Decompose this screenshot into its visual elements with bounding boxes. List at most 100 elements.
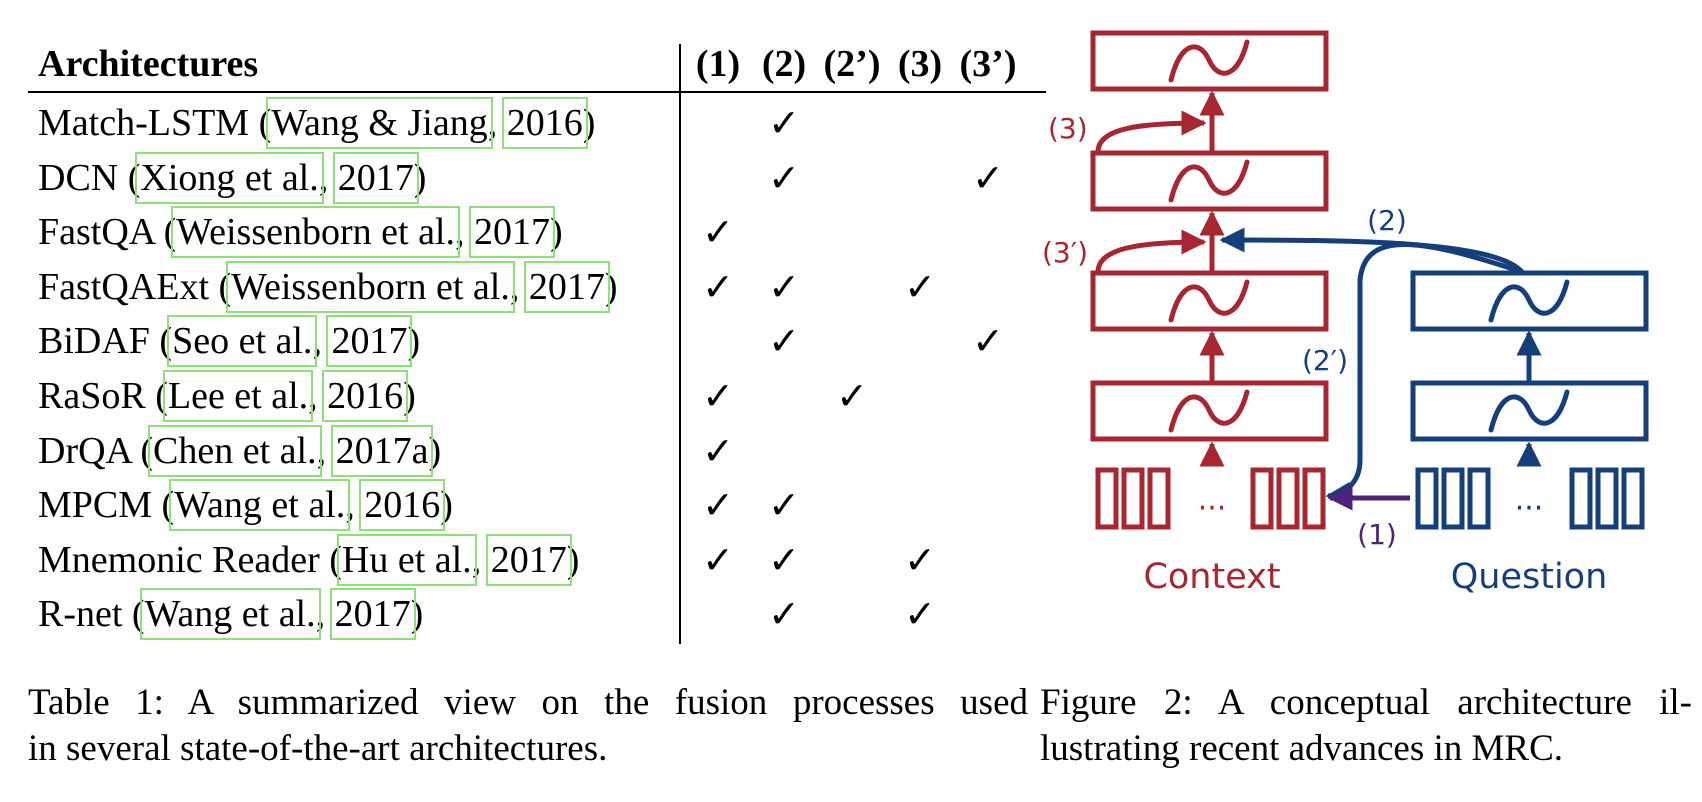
- citation-year[interactable]: 2016: [322, 369, 409, 422]
- header-col-3-prime: (3’): [959, 43, 1017, 85]
- tilde-icon: [1488, 389, 1570, 433]
- citation-separator: ,: [315, 593, 335, 636]
- check-icon: ✓: [768, 483, 800, 528]
- check-icon: ✓: [702, 428, 734, 473]
- label-fusion-3: (3): [1048, 112, 1088, 145]
- fusion-table: Architectures (1) (2) (2’) (3) (3’) Matc…: [28, 38, 1046, 648]
- citation-author[interactable]: Wang & Jiang: [266, 97, 493, 149]
- citation-author[interactable]: Wang et al.: [169, 479, 351, 532]
- token-box-icon: [1276, 467, 1300, 530]
- check-icon: ✓: [904, 537, 936, 582]
- architecture-name: R-net (Wang et al., 2017): [38, 587, 423, 641]
- context-stack: ··· Context: [1090, 30, 1329, 597]
- citation-separator: ,: [312, 320, 332, 363]
- header-col-2: (2): [761, 43, 807, 85]
- label-fusion-1: (1): [1357, 518, 1397, 551]
- table-row: MPCM (Wang et al., 2016) ✓ ✓: [28, 478, 1038, 533]
- citation-author[interactable]: Wang et al.: [139, 588, 321, 641]
- citation-close: ): [410, 593, 424, 636]
- citation-year[interactable]: 2016: [359, 479, 446, 532]
- citation-close: ): [407, 320, 421, 363]
- citation-year[interactable]: 2016: [501, 97, 588, 149]
- citation-author[interactable]: Lee et al.: [162, 369, 314, 422]
- check-icon: ✓: [836, 373, 868, 418]
- table-row: BiDAF (Seo et al., 2017) ✓ ✓: [28, 314, 1038, 369]
- citation-close: ): [428, 429, 442, 472]
- tilde-icon: [1168, 389, 1250, 433]
- citation-author[interactable]: Xiong et al.: [135, 151, 324, 204]
- architecture-label: FastQA (: [38, 211, 177, 254]
- architecture-label: FastQAExt (: [38, 265, 232, 308]
- figure-caption: Figure 2: A conceptual architecture il- …: [1040, 680, 1692, 772]
- question-ellipsis: ···: [1515, 491, 1544, 526]
- citation-year[interactable]: 2017: [326, 315, 413, 368]
- figure-caption-line-2: lustrating recent advances in MRC.: [1040, 728, 1564, 769]
- citation-author[interactable]: Weissenborn et al.: [171, 206, 460, 259]
- table-row: FastQAExt (Weissenborn et al., 2017)✓✓✓: [28, 260, 1038, 315]
- diagram-svg: ··· Context ··· Question (3) (: [1042, 30, 1649, 597]
- architecture-label: Mnemonic Reader (: [38, 538, 342, 581]
- header-col-2-prime: (2’): [823, 43, 881, 85]
- table-caption-line-1: Table 1: A summarized view on the fusion…: [28, 682, 1028, 723]
- architecture-name: RaSoR (Lee et al., 2016): [38, 369, 416, 423]
- context-layer-4: [1090, 30, 1329, 92]
- architecture-name: DrQA (Chen et al., 2017a): [38, 424, 441, 478]
- architecture-name: MPCM (Wang et al., 2016): [38, 478, 453, 532]
- architecture-label: DrQA (: [38, 429, 154, 472]
- citation-year[interactable]: 2017: [329, 588, 416, 641]
- check-icon: ✓: [702, 537, 734, 582]
- context-label: Context: [1143, 557, 1280, 597]
- table-body: Match-LSTM (Wang & Jiang, 2016)✓DCN (Xio…: [28, 96, 1038, 642]
- table-caption-line-2: in several state-of-the-art architecture…: [28, 728, 608, 769]
- check-icon: ✓: [972, 319, 1004, 364]
- citation-year[interactable]: 2017: [332, 151, 419, 204]
- token-box-icon: [1569, 467, 1593, 530]
- architecture-label: R-net (: [38, 593, 145, 636]
- token-box-icon: [1121, 467, 1145, 530]
- token-box-icon: [1441, 467, 1465, 530]
- table-row: FastQA (Weissenborn et al., 2017) ✓: [28, 205, 1038, 260]
- citation-separator: ,: [316, 429, 336, 472]
- token-box-icon: [1467, 467, 1491, 530]
- architecture-name: Mnemonic Reader (Hu et al., 2017): [38, 533, 579, 587]
- table-header: Architectures (1) (2) (2’) (3) (3’): [28, 38, 1038, 90]
- check-icon: ✓: [702, 210, 734, 255]
- token-box-icon: [1147, 467, 1171, 530]
- citation-year[interactable]: 2017: [485, 533, 572, 586]
- table-row: Match-LSTM (Wang & Jiang, 2016)✓: [28, 96, 1038, 151]
- architecture-label: MPCM (: [38, 484, 175, 527]
- citation-author[interactable]: Chen et al.: [148, 424, 322, 477]
- check-icon: ✓: [768, 319, 800, 364]
- token-box-icon: [1595, 467, 1619, 530]
- architecture-name: FastQAExt (Weissenborn et al., 2017): [38, 260, 618, 314]
- table-row: RaSoR (Lee et al., 2016)✓✓: [28, 369, 1038, 424]
- check-icon: ✓: [702, 483, 734, 528]
- token-box-icon: [1621, 467, 1645, 530]
- citation-close: ): [403, 374, 416, 417]
- check-icon: ✓: [768, 592, 800, 637]
- citation-separator: ,: [509, 265, 529, 308]
- citation-separator: ,: [345, 484, 365, 527]
- token-box-icon: [1095, 467, 1119, 530]
- header-col-3: (3): [897, 43, 943, 85]
- citation-year[interactable]: 2017: [469, 206, 555, 259]
- citation-close: ): [550, 211, 563, 254]
- citation-author[interactable]: Weissenborn et al.: [226, 260, 515, 313]
- fusion-3-arrow: [1095, 110, 1207, 153]
- architecture-name: BiDAF (Seo et al., 2017): [38, 314, 420, 368]
- citation-close: ): [582, 102, 596, 144]
- architecture-name: DCN (Xiong et al., 2017): [38, 151, 426, 205]
- citation-close: ): [566, 538, 580, 581]
- citation-author[interactable]: Hu et al.: [336, 533, 477, 586]
- table-row: DCN (Xiong et al., 2017)✓✓: [28, 151, 1038, 206]
- citation-year[interactable]: 2017a: [330, 424, 434, 477]
- architecture-label: BiDAF (: [38, 320, 173, 363]
- token-box-icon: [1250, 467, 1274, 530]
- architecture-label: RaSoR (: [38, 374, 168, 417]
- citation-year[interactable]: 2017: [523, 260, 610, 313]
- citation-author[interactable]: Seo et al.: [167, 315, 318, 368]
- architecture-name: FastQA (Weissenborn et al., 2017): [38, 205, 563, 259]
- fusion-3p-arrow: [1095, 229, 1207, 273]
- question-label: Question: [1451, 557, 1608, 597]
- label-fusion-2: (2): [1367, 204, 1407, 237]
